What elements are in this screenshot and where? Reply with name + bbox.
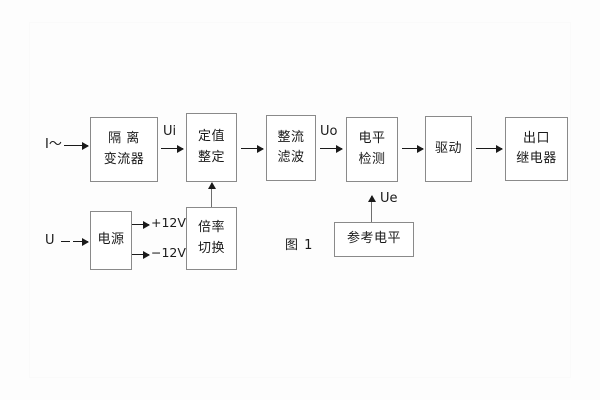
rail-label-negative: −12V (151, 245, 186, 260)
block-rectify-filter: 整流 滤波 (266, 115, 316, 181)
block-multiplier-switch-line-2: 切换 (197, 240, 225, 256)
signal-label-uo: Uo (320, 124, 338, 139)
block-setting-adjustment: 定值 整定 (186, 113, 237, 182)
block-rectify-filter-line-1: 整流 (277, 129, 305, 145)
block-power-supply-line-1: 电源 (97, 232, 125, 248)
figure-caption: 图 1 (285, 238, 314, 253)
arrow-isolation-to-setting (161, 144, 184, 153)
block-setting-adjustment-line-2: 整定 (197, 149, 225, 165)
block-output-relay-line-2: 继电器 (516, 151, 557, 166)
arrow-reference-level-to-level-detection (367, 195, 376, 222)
block-level-detection-line-2: 检测 (358, 151, 386, 167)
block-reference-level-line-1: 参考电平 (346, 231, 401, 247)
block-setting-adjustment-line-1: 定值 (197, 129, 225, 145)
arrow-rail-positive (132, 220, 150, 229)
input-label-voltage: U (45, 233, 55, 248)
block-drive-line-1: 驱动 (434, 140, 462, 156)
signal-label-ui: Ui (163, 124, 177, 139)
arrow-multiplier-switch-to-setting (207, 182, 216, 207)
diagram-frame (29, 22, 571, 378)
block-level-detection-line-1: 电平 (358, 131, 386, 147)
arrow-drive-to-output-relay (476, 144, 503, 153)
block-reference-level: 参考电平 (334, 222, 414, 257)
block-multiplier-switch-line-1: 倍率 (197, 220, 225, 236)
rail-label-positive: +12V (151, 215, 186, 230)
arrow-voltage-to-power-supply (73, 237, 89, 246)
block-output-relay: 出口 继电器 (505, 117, 568, 181)
signal-label-ue: Ue (380, 191, 398, 206)
arrow-current-to-isolation (64, 141, 89, 150)
arrow-setting-to-rectify (241, 144, 264, 153)
block-isolation-transformer-line-1: 隔 离 (108, 131, 140, 147)
arrow-rail-negative (132, 250, 150, 259)
block-isolation-transformer: 隔 离 变流器 (90, 117, 158, 182)
block-isolation-transformer-line-2: 变流器 (103, 151, 145, 167)
block-multiplier-switch: 倍率 切换 (186, 207, 237, 270)
block-drive: 驱动 (425, 116, 472, 182)
arrow-level-detection-to-drive (402, 144, 424, 153)
block-rectify-filter-line-2: 滤波 (277, 150, 305, 165)
lead-dash-voltage (61, 241, 70, 242)
block-power-supply: 电源 (90, 211, 132, 270)
block-level-detection: 电平 检测 (346, 117, 398, 182)
input-label-current: I～ (45, 137, 62, 152)
arrow-rectify-to-level-detection (320, 144, 343, 153)
block-output-relay-line-1: 出口 (522, 130, 550, 146)
